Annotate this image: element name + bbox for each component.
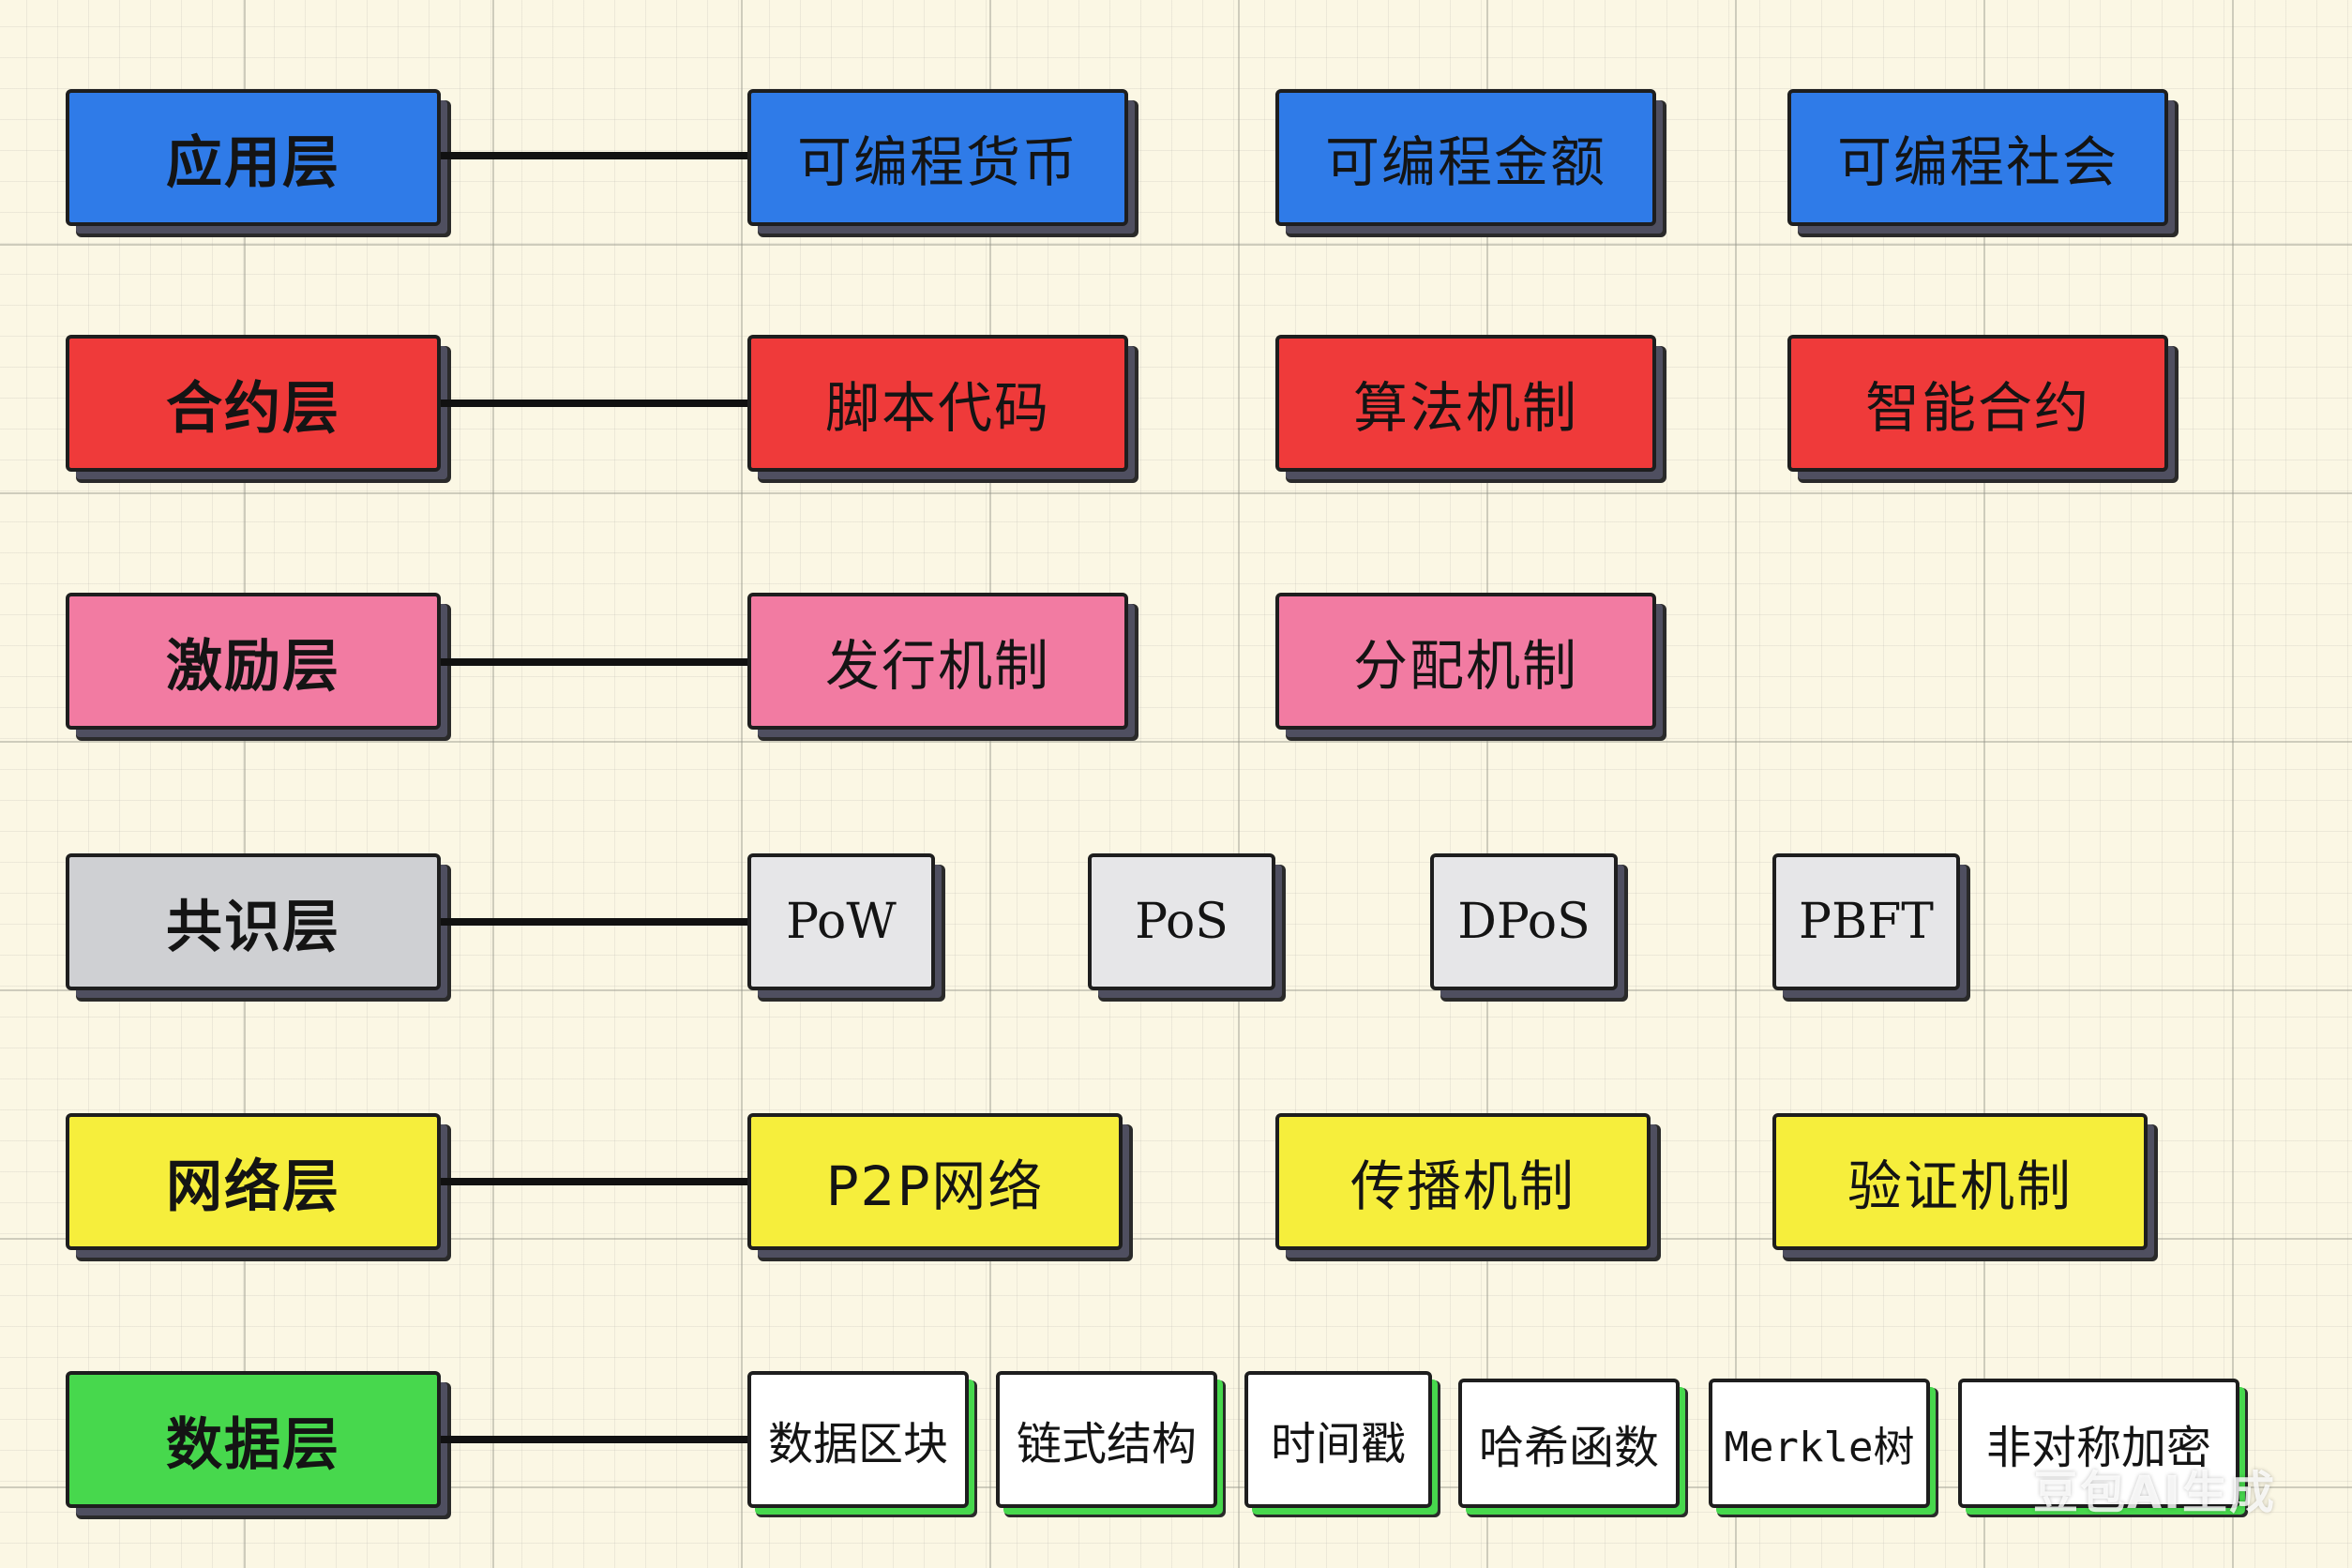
layer-network: 网络层 — [66, 1113, 441, 1250]
connector-application — [441, 152, 750, 159]
item-merkle-tree: Merkle树 — [1709, 1379, 1930, 1508]
item-chain-structure: 链式结构 — [996, 1371, 1217, 1508]
item-label: 链式结构 — [1016, 1418, 1197, 1470]
layer-network-label: 网络层 — [166, 1153, 340, 1220]
item-label: Merkle树 — [1724, 1424, 1915, 1471]
layer-contract: 合约层 — [66, 335, 441, 472]
item-dpos: DPoS — [1430, 853, 1618, 990]
item-propagation-mechanism: 传播机制 — [1275, 1113, 1651, 1250]
layer-application: 应用层 — [66, 89, 441, 226]
item-data-block: 数据区块 — [747, 1371, 969, 1508]
item-issuance-mechanism: 发行机制 — [747, 593, 1128, 730]
connector-incentive — [441, 658, 750, 666]
connector-data — [441, 1436, 750, 1443]
item-label: PBFT — [1799, 894, 1934, 950]
item-label: 时间戳 — [1270, 1418, 1406, 1470]
item-label: 数据区块 — [767, 1418, 948, 1470]
connector-consensus — [441, 918, 750, 926]
layer-application-label: 应用层 — [166, 129, 340, 196]
item-programmable-society: 可编程社会 — [1787, 89, 2168, 226]
layer-data: 数据层 — [66, 1371, 441, 1508]
item-asymmetric-encryption: 非对称加密 — [1958, 1379, 2239, 1508]
item-label: 验证机制 — [1847, 1154, 2073, 1218]
item-label: 可编程货币 — [796, 130, 1078, 194]
item-programmable-currency: 可编程货币 — [747, 89, 1128, 226]
item-distribution-mechanism: 分配机制 — [1275, 593, 1656, 730]
item-label: 传播机制 — [1349, 1154, 1576, 1218]
item-pbft: PBFT — [1772, 853, 1960, 990]
layer-contract-label: 合约层 — [166, 375, 340, 442]
item-smart-contract: 智能合约 — [1787, 335, 2168, 472]
connector-network — [441, 1178, 750, 1185]
item-label: 发行机制 — [824, 634, 1050, 698]
layer-data-label: 数据层 — [166, 1411, 340, 1478]
item-label: 智能合约 — [1864, 376, 2090, 440]
item-programmable-amount: 可编程金额 — [1275, 89, 1656, 226]
item-verification-mechanism: 验证机制 — [1772, 1113, 2148, 1250]
item-label: P2P网络 — [825, 1154, 1045, 1218]
layer-consensus-label: 共识层 — [166, 894, 340, 960]
layer-incentive-label: 激励层 — [166, 633, 340, 700]
item-label: 非对称加密 — [1985, 1422, 2211, 1474]
item-label: PoW — [786, 894, 897, 950]
item-hash-function: 哈希函数 — [1458, 1379, 1680, 1508]
item-pow: PoW — [747, 853, 935, 990]
item-label: 脚本代码 — [824, 376, 1050, 440]
layer-incentive: 激励层 — [66, 593, 441, 730]
item-label: DPoS — [1457, 894, 1591, 950]
watermark: 豆包AI生成 — [2033, 1467, 2277, 1519]
item-algorithm-mechanism: 算法机制 — [1275, 335, 1656, 472]
item-label: 哈希函数 — [1478, 1422, 1659, 1474]
item-label: 可编程金额 — [1324, 130, 1606, 194]
item-label: PoS — [1135, 894, 1229, 950]
connector-contract — [441, 400, 750, 407]
item-label: 可编程社会 — [1836, 130, 2118, 194]
item-timestamp: 时间戳 — [1244, 1371, 1432, 1508]
item-pos: PoS — [1088, 853, 1275, 990]
item-label: 算法机制 — [1352, 376, 1578, 440]
item-p2p-network: P2P网络 — [747, 1113, 1123, 1250]
item-script-code: 脚本代码 — [747, 335, 1128, 472]
layer-consensus: 共识层 — [66, 853, 441, 990]
item-label: 分配机制 — [1352, 634, 1578, 698]
